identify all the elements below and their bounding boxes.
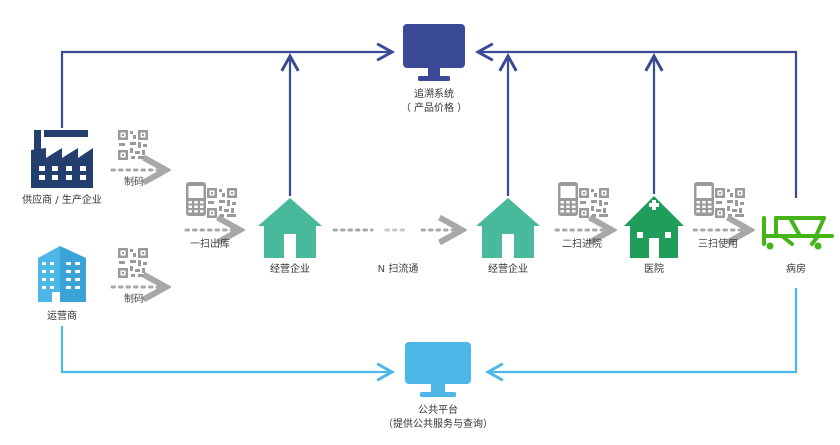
phone-icon <box>558 182 578 216</box>
trace-system-subtitle: （ 产品价格 ） <box>400 103 468 114</box>
hospital-icon <box>624 196 684 258</box>
public-platform-subtitle: （提供公共服务与查询） <box>383 419 493 430</box>
trace-system-monitor-icon <box>403 24 465 81</box>
ward-to-public-arrow <box>484 288 798 382</box>
qr-code-icon <box>118 248 148 278</box>
phone-icon <box>186 182 206 216</box>
hospital-bed-icon <box>762 216 834 246</box>
make-code-top-label: 制码 <box>124 177 144 188</box>
public-platform-label: 公共平台 （提供公共服务与查询） <box>383 404 493 432</box>
scan-use-label: 三扫使用 <box>698 239 738 250</box>
supplier-to-trace-arrow <box>60 42 396 128</box>
make-code-bottom-label: 制码 <box>124 294 144 305</box>
trace-system-title: 追溯系统 <box>413 89 454 100</box>
ward-label: 病房 <box>786 264 806 275</box>
enterprise-1-label: 经营企业 <box>270 264 310 275</box>
enterprise-2-label: 经营企业 <box>488 264 528 275</box>
factory-icon <box>31 130 93 188</box>
phone-icon <box>694 182 714 216</box>
building-icon <box>38 246 86 302</box>
qr-code-icon <box>207 188 237 218</box>
scan-out-label: 一扫出库 <box>190 239 230 250</box>
scan-flow-label: N 扫流通 <box>377 264 419 275</box>
qr-code-icon <box>579 188 609 218</box>
scan-in-label: 二扫进院 <box>562 239 602 250</box>
qr-code-icon <box>715 188 745 218</box>
ward-to-trace-arrow <box>474 42 798 198</box>
operator-label: 运营商 <box>47 311 77 322</box>
public-platform-monitor-icon <box>405 342 471 397</box>
house-icon <box>258 198 322 258</box>
supplier-label: 供应商 / 生产企业 <box>22 195 102 206</box>
qr-code-icon <box>118 130 148 160</box>
trace-system-label: 追溯系统 （ 产品价格 ） <box>401 88 467 116</box>
public-platform-title: 公共平台 <box>418 405 458 416</box>
house-icon <box>476 198 540 258</box>
operator-to-public-arrow <box>60 326 396 382</box>
hospital-label: 医院 <box>644 264 664 275</box>
